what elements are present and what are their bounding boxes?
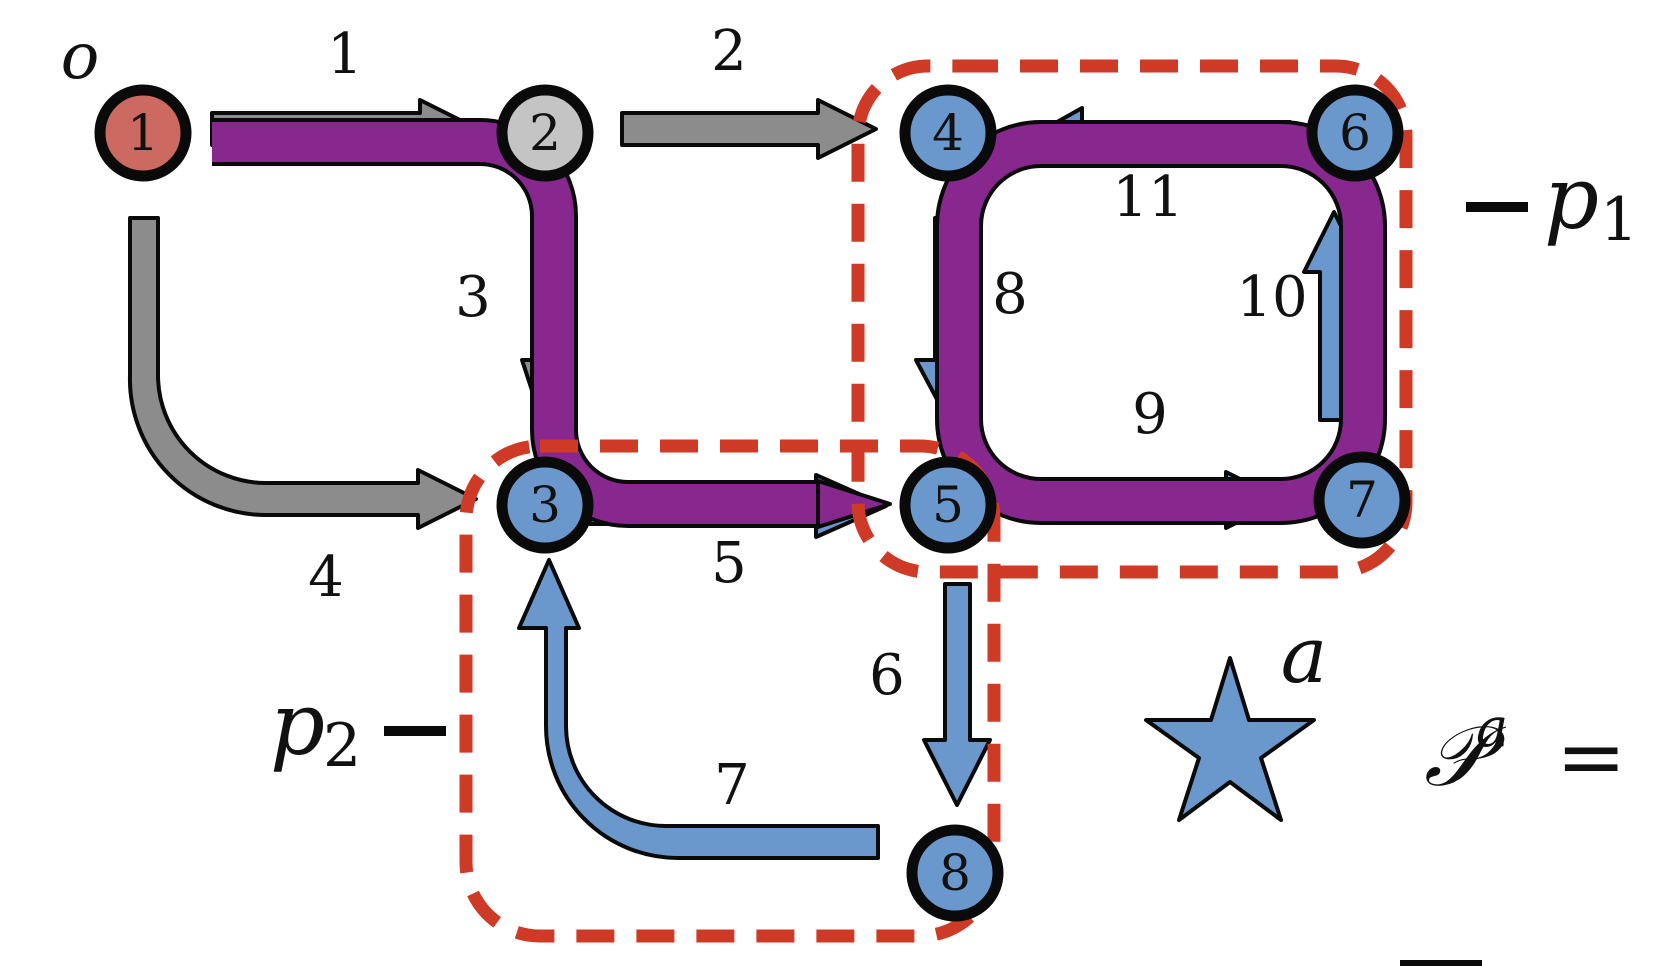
attacker: a [1144,611,1328,822]
link-label-8: 8 [992,262,1028,327]
svg-text:3: 3 [529,476,561,534]
link-label-2: 2 [711,19,747,84]
node-1: 1 [94,84,192,182]
link-arrow-4 [127,216,478,530]
svg-text:p: p [1544,149,1599,249]
node-8: 8 [906,824,1004,922]
star-icon [1144,656,1316,822]
formula: 𝒫 a = [1424,696,1626,806]
svg-text:a: a [1281,611,1328,701]
link-arrow-2 [620,98,878,160]
svg-text:1: 1 [1600,185,1638,255]
svg-text:4: 4 [932,104,964,162]
origin-label: o [61,20,100,94]
partition-label-p1: p 1 [1466,149,1638,255]
svg-text:8: 8 [939,844,971,902]
link-arrow-6 [922,582,992,807]
svg-text:a: a [1476,696,1508,759]
svg-text:5: 5 [932,476,964,534]
route-path [212,118,1387,529]
svg-text:p: p [270,675,325,775]
node-3: 3 [496,456,594,554]
svg-text:6: 6 [1339,104,1371,162]
link-label-6: 6 [869,643,905,708]
svg-text:=: = [1556,708,1626,806]
link-label-7: 7 [714,753,750,818]
node-4: 4 [899,84,997,182]
link-label-10: 10 [1236,265,1307,330]
node-7: 7 [1313,451,1411,549]
svg-text:2: 2 [529,104,561,162]
link-label-5: 5 [711,531,747,596]
svg-text:1: 1 [127,104,159,162]
link-label-1: 1 [327,22,363,87]
node-5: 5 [899,456,997,554]
svg-text:2: 2 [323,711,361,781]
formula-underline [1400,960,1482,966]
partition-box-p1 [851,59,1413,579]
partition-label-p2: p 2 [270,675,446,781]
link-label-4: 4 [308,545,344,610]
link-label-11: 11 [1112,165,1183,230]
link-arrow-7 [517,558,880,860]
node-6: 6 [1306,84,1404,182]
link-label-9: 9 [1132,382,1168,447]
node-2: 2 [496,84,594,182]
link-label-3: 3 [455,265,491,330]
svg-text:7: 7 [1346,471,1378,529]
